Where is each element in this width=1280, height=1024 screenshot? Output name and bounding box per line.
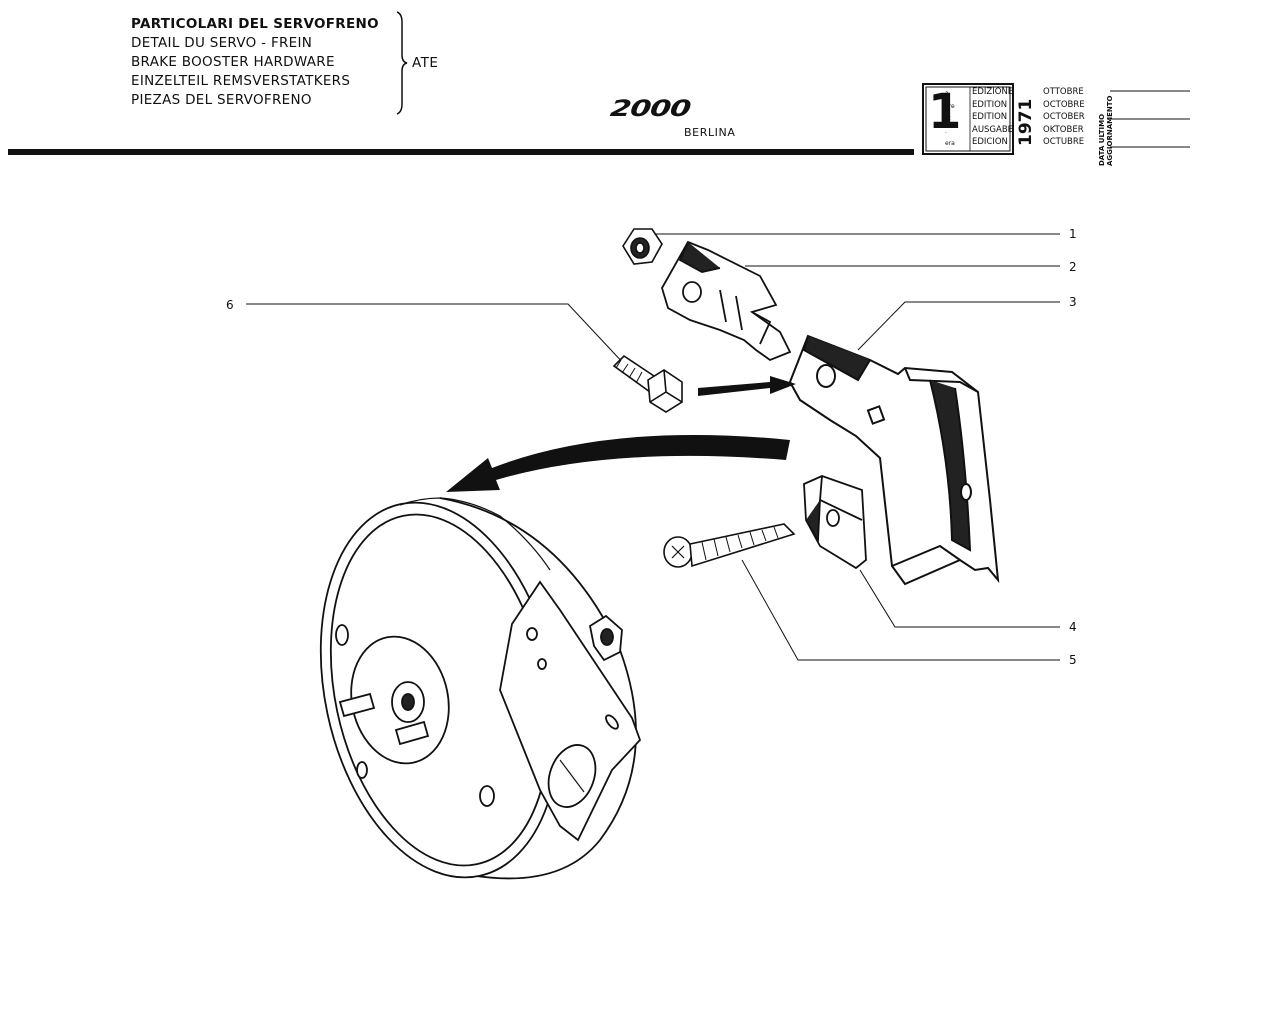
leader-lines	[246, 233, 1060, 661]
title-spanish: PIEZAS DEL SERVOFRENO	[131, 92, 312, 108]
callout-4: 4	[1069, 620, 1077, 634]
leader-5	[741, 559, 1060, 661]
edition-box	[922, 83, 1014, 155]
header-brace	[396, 11, 408, 115]
nut-part-1	[622, 228, 663, 265]
edition-months: OTTOBRE OCTOBRE OCTOBER OKTOBER OCTUBRE	[1043, 87, 1085, 148]
title-french: DETAIL DU SERVO - FREIN	[131, 35, 313, 51]
clip-nut-part-4	[803, 475, 867, 570]
title-italian: PARTICOLARI DEL SERVOFRENO	[131, 16, 379, 32]
bolt-part-6	[612, 354, 683, 413]
model-subtitle: BERLINA	[684, 126, 736, 139]
leader-6	[246, 303, 627, 367]
brake-booster	[319, 497, 642, 880]
callout-3: 3	[1069, 295, 1077, 309]
header-titles: PARTICOLARI DEL SERVOFRENO DETAIL DU SER…	[131, 15, 379, 110]
callout-5: 5	[1069, 653, 1077, 667]
callout-2: 2	[1069, 260, 1077, 274]
brand-label: ATE	[412, 55, 439, 71]
leader-4	[859, 569, 1060, 628]
title-german: EINZELTEIL REMSVERSTATKERS	[131, 73, 351, 89]
edition-number: 1	[928, 84, 962, 140]
callout-6: 6	[226, 298, 234, 312]
header-rule	[8, 149, 914, 155]
edition-suffixes: a ere st . era	[945, 90, 955, 148]
bracket-part-3	[788, 334, 1000, 586]
screw-part-5	[663, 523, 796, 568]
bracket-part-2	[661, 240, 792, 362]
assembly-arrow-straight	[698, 376, 796, 396]
callout-1: 1	[1069, 227, 1077, 241]
assembly-arrow-curved	[446, 434, 790, 492]
leader-3	[857, 301, 1060, 351]
title-english: BRAKE BOOSTER HARDWARE	[131, 54, 335, 70]
update-lines	[1110, 90, 1190, 148]
edition-labels: EDIZIONE EDITION EDITION AUSGABE EDICION	[972, 87, 1014, 148]
